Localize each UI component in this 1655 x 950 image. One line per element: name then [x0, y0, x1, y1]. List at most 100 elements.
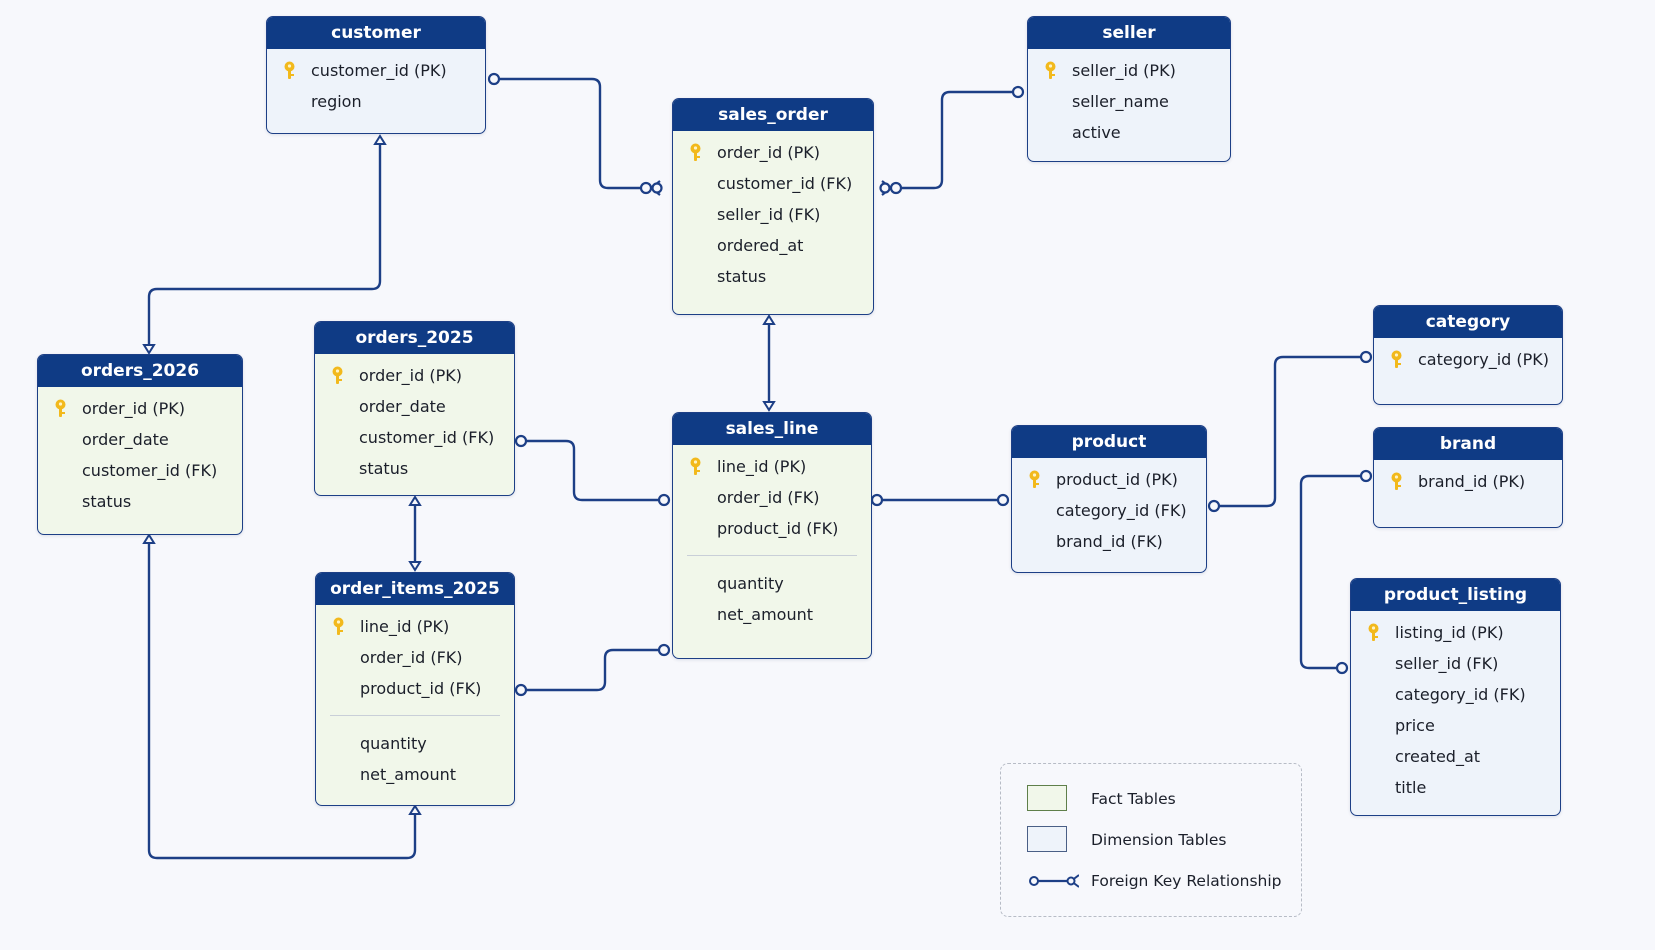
column-name: brand_id (PK) [1418, 472, 1526, 491]
column: active [1028, 117, 1230, 148]
column-name: listing_id (PK) [1395, 623, 1504, 642]
primary-key-column: listing_id (PK) [1351, 617, 1560, 648]
column-name: customer_id (FK) [82, 461, 218, 480]
legend-fact-label: Fact Tables [1091, 790, 1176, 808]
key-icon [690, 143, 701, 161]
column-name: line_id (PK) [717, 457, 807, 476]
column: order_date [38, 424, 242, 455]
column-name: title [1395, 778, 1427, 797]
table-title: customer [267, 17, 485, 49]
column-name: active [1072, 123, 1121, 142]
table-title: orders_2025 [315, 322, 514, 354]
column: customer_id (FK) [673, 168, 873, 199]
column-name: product_id (FK) [717, 519, 839, 538]
rel-customer-sales-order [487, 72, 663, 196]
key-icon [284, 61, 295, 79]
column: seller_id (FK) [1351, 648, 1560, 679]
column: region [267, 86, 485, 117]
primary-key-column: brand_id (PK) [1374, 466, 1562, 497]
rel-product-category [1207, 350, 1373, 513]
column: status [38, 486, 242, 517]
column: status [315, 453, 514, 484]
primary-key-column: order_id (PK) [38, 393, 242, 424]
column: net_amount [673, 599, 871, 630]
column-name: quantity [360, 734, 427, 753]
column-name: ordered_at [717, 236, 804, 255]
column-name: customer_id (PK) [311, 61, 447, 80]
column: net_amount [316, 759, 514, 790]
table-customer[interactable]: customer customer_id (PK) region [266, 16, 486, 134]
column: status [673, 261, 873, 292]
column-name: seller_id (FK) [717, 205, 821, 224]
column-list: brand_id (PK) [1374, 460, 1562, 497]
column: ordered_at [673, 230, 873, 261]
rel-orders-2025-sales-line [514, 434, 671, 507]
dimension-swatch [1027, 826, 1067, 852]
column-list: listing_id (PK)seller_id (FK)category_id… [1351, 611, 1560, 803]
column-name: product_id (PK) [1056, 470, 1178, 489]
table-category[interactable]: category category_id (PK) [1373, 305, 1563, 405]
table-title: sales_order [673, 99, 873, 131]
table-title: order_items_2025 [316, 573, 514, 605]
primary-key-column: product_id (PK) [1012, 464, 1206, 495]
table-title: product_listing [1351, 579, 1560, 611]
column-name: seller_id (FK) [1395, 654, 1499, 673]
column-list: line_id (PK) order_id (FK) product_id (FK)… [673, 445, 871, 630]
column: price [1351, 710, 1560, 741]
column: product_id (FK) [673, 513, 871, 544]
column-name: status [359, 459, 409, 478]
primary-key-column: order_id (PK) [315, 360, 514, 391]
column-list: product_id (PK) category_id (FK) brand_id … [1012, 458, 1206, 557]
column: brand_id (FK) [1012, 526, 1206, 557]
column: seller_name [1028, 86, 1230, 117]
column: product_id (FK) [316, 673, 514, 704]
primary-key-column: category_id (PK) [1374, 344, 1562, 375]
column-list: order_id (PK) order_date customer_id (FK) s… [315, 354, 514, 484]
column-name: net_amount [360, 765, 456, 784]
column-list: order_id (PK) order_date customer_id (FK) s… [38, 387, 242, 517]
rel-orders-2025-order-items [408, 495, 422, 572]
column-list: customer_id (PK) region [267, 49, 485, 117]
column-name: status [717, 267, 767, 286]
key-icon [690, 457, 701, 475]
primary-key-column: line_id (PK) [673, 451, 871, 482]
rel-sales-order-sales-line [762, 314, 776, 412]
column-name: customer_id (FK) [717, 174, 853, 193]
column: order_date [315, 391, 514, 422]
key-icon [332, 366, 343, 384]
column-name: order_id (PK) [82, 399, 185, 418]
rel-sales-line-product [870, 493, 1010, 507]
primary-key-column: line_id (PK) [316, 611, 514, 642]
column: category_id (FK) [1012, 495, 1206, 526]
column-name: customer_id (FK) [359, 428, 495, 447]
fact-swatch [1027, 785, 1067, 811]
table-title: category [1374, 306, 1562, 338]
key-icon [55, 399, 66, 417]
table-product-listing[interactable]: product_listing listing_id (PK) seller_id … [1350, 578, 1561, 816]
column-list: order_id (PK)customer_id (FK)seller_id (… [673, 131, 873, 292]
table-title: orders_2026 [38, 355, 242, 387]
column-name: line_id (PK) [360, 617, 450, 636]
column-separator [687, 555, 857, 556]
table-brand[interactable]: brand brand_id (PK) [1373, 427, 1563, 528]
column-name: order_date [359, 397, 446, 416]
column: quantity [673, 568, 871, 599]
column-name: order_id (FK) [717, 488, 820, 507]
column: order_id (FK) [673, 482, 871, 513]
rel-order-items-sales-line [514, 643, 671, 697]
key-icon [1391, 350, 1402, 368]
column-name: quantity [717, 574, 784, 593]
column-name: seller_id (PK) [1072, 61, 1176, 80]
column-name: status [82, 492, 132, 511]
rel-seller-sales-order [879, 85, 1025, 196]
column-name: brand_id (FK) [1056, 532, 1163, 551]
table-title: brand [1374, 428, 1562, 460]
